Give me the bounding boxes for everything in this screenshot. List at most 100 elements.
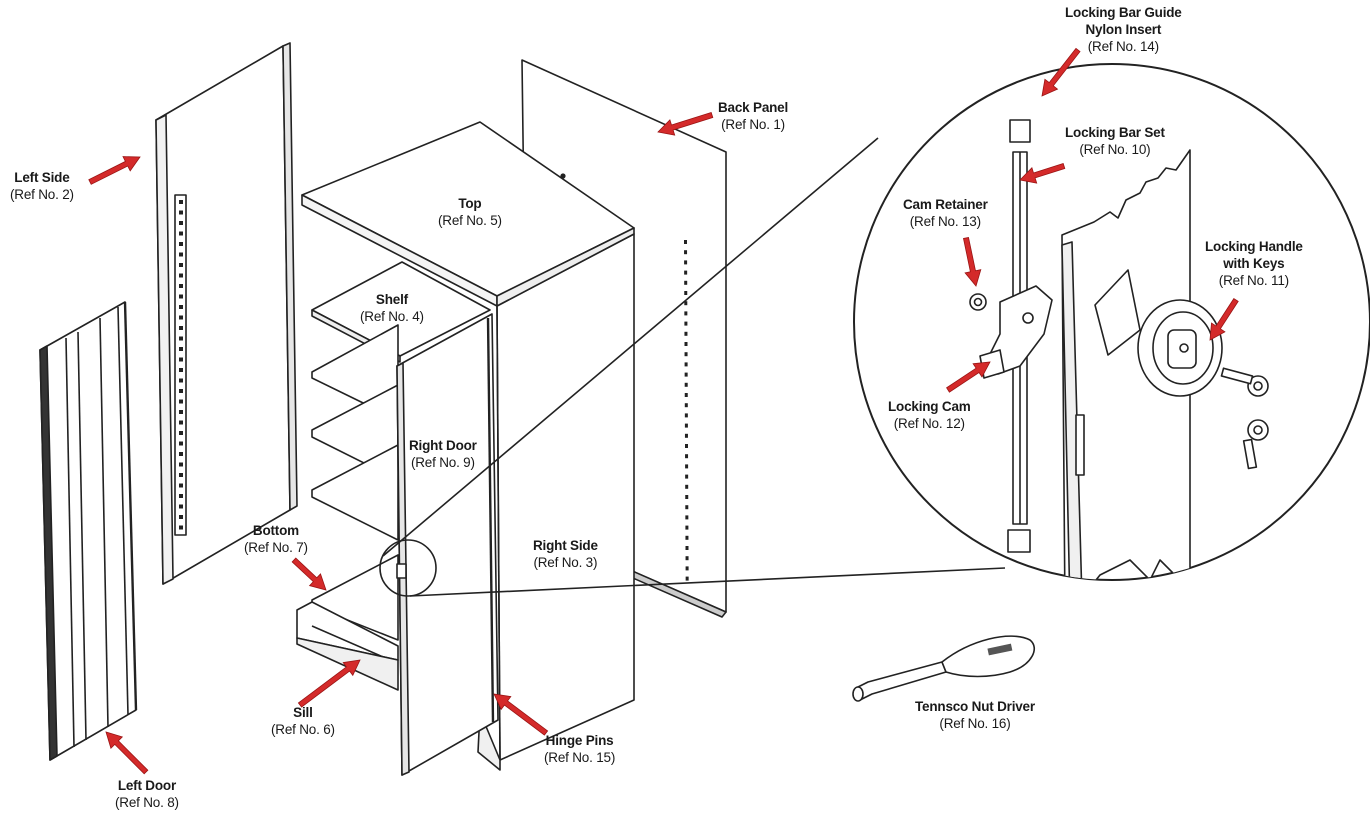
label-bottom: Bottom(Ref No. 7)	[244, 523, 308, 555]
panel-hole	[684, 331, 688, 336]
panel-hole	[684, 372, 688, 377]
panel-hole	[685, 484, 689, 489]
label-locking-bar-set: Locking Bar Set(Ref No. 10)	[1065, 125, 1165, 157]
panel-hole	[179, 326, 183, 330]
panel-hole	[179, 284, 183, 288]
pointer-arrows	[88, 47, 1239, 775]
panel-hole	[179, 221, 183, 225]
bottom-and-sill-part	[296, 554, 399, 691]
panel-hole	[179, 210, 183, 215]
panel-hole	[684, 382, 688, 387]
panel-hole	[685, 474, 689, 479]
panel-hole	[179, 389, 183, 393]
panel-hole	[179, 336, 183, 341]
panel-hole	[179, 305, 183, 309]
panel-hole	[684, 352, 688, 357]
panel-hole	[685, 556, 689, 561]
panel-hole	[179, 462, 183, 467]
arrow-hinge-pins	[493, 693, 549, 736]
panel-hole	[179, 252, 183, 257]
panel-hole	[179, 357, 183, 362]
label-cam-retainer: Cam Retainer(Ref No. 13)	[903, 197, 988, 229]
arrow-bottom	[291, 557, 327, 591]
panel-hole	[684, 362, 688, 367]
panel-hole	[179, 410, 183, 414]
label-locking-cam: Locking Cam(Ref No. 12)	[888, 399, 971, 431]
right-door-part	[396, 313, 499, 776]
panel-hole	[684, 321, 688, 326]
panel-hole	[684, 413, 688, 418]
panel-hole	[179, 431, 183, 435]
panel-hole	[179, 441, 183, 446]
panel-hole	[179, 294, 183, 299]
panel-hole	[684, 423, 688, 428]
panel-hole	[684, 280, 688, 285]
panel-hole	[179, 368, 183, 372]
panel-hole	[685, 454, 689, 459]
panel-hole	[179, 242, 183, 246]
panel-hole	[685, 525, 689, 530]
label-left-side: Left Side(Ref No. 2)	[10, 170, 74, 202]
label-hinge-pins: Hinge Pins(Ref No. 15)	[544, 733, 616, 765]
label-left-door: Left Door(Ref No. 8)	[115, 778, 179, 810]
label-sill: Sill(Ref No. 6)	[271, 705, 335, 737]
arrow-locking-bar-set	[1019, 162, 1066, 184]
panel-hole	[685, 505, 689, 510]
top-part	[301, 121, 635, 307]
arrow-locking-cam	[946, 361, 991, 393]
panel-hole	[685, 444, 688, 448]
panel-hole	[684, 301, 688, 306]
panel-hole	[179, 315, 183, 320]
panel-hole	[685, 515, 689, 520]
label-shelf: Shelf(Ref No. 4)	[360, 292, 424, 324]
arrow-cam-retainer	[963, 237, 982, 287]
arrow-sill	[297, 659, 361, 708]
panel-hole	[685, 495, 689, 499]
panel-hole	[179, 263, 183, 267]
label-right-door: Right Door(Ref No. 9)	[409, 438, 477, 470]
panel-hole	[685, 566, 689, 571]
panel-hole	[684, 433, 688, 438]
lock-detail-parts	[969, 119, 1269, 580]
detail-callout-lines	[379, 63, 1370, 597]
panel-hole	[685, 535, 689, 540]
panel-hole	[179, 504, 183, 509]
label-right-side: Right Side(Ref No. 3)	[533, 538, 598, 570]
panel-hole	[684, 260, 688, 265]
panel-hole	[179, 378, 183, 383]
right-side-part	[477, 233, 635, 771]
panel-hole	[684, 250, 688, 255]
arrow-locking-handle	[1209, 298, 1239, 341]
panel-hole	[179, 231, 183, 236]
panel-hole	[179, 473, 183, 477]
panel-hole	[179, 420, 183, 425]
panel-hole	[179, 494, 183, 498]
label-nut-driver: Tennsco Nut Driver(Ref No. 16)	[915, 699, 1035, 731]
panel-hole	[684, 311, 688, 316]
panel-hole	[179, 525, 183, 530]
arrow-locking-bar-guide	[1041, 47, 1081, 97]
panel-hole	[179, 273, 183, 278]
panel-hole	[684, 342, 688, 346]
panel-hole	[685, 464, 689, 469]
panel-hole	[179, 399, 183, 404]
panel-hole	[179, 515, 183, 519]
panel-hole	[684, 403, 688, 408]
panel-hole	[684, 393, 688, 397]
panel-hole	[685, 576, 689, 581]
arrow-left-door	[105, 731, 149, 775]
panel-hole	[179, 200, 183, 204]
shelves-part	[311, 261, 491, 541]
arrow-back-panel	[657, 111, 714, 136]
label-back-panel: Back Panel(Ref No. 1)	[718, 100, 789, 132]
panel-hole	[684, 270, 688, 275]
label-top: Top(Ref No. 5)	[438, 196, 502, 228]
arrow-left-side	[88, 156, 141, 185]
left-door-part	[39, 301, 138, 761]
panel-hole	[684, 240, 687, 244]
panel-hole	[179, 347, 183, 351]
panel-hole	[685, 546, 689, 550]
